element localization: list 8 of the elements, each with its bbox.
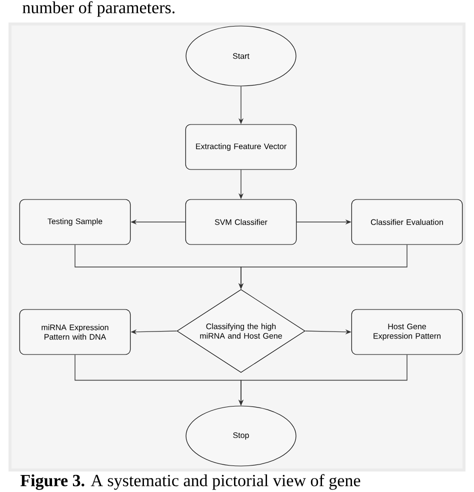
process-box: Classifier Evaluation — [351, 199, 463, 245]
figure-caption: Figure 3. A systematic and pictorial view of gene — [20, 474, 360, 490]
process-box: miRNA Expression Pattern with DNA — [19, 309, 131, 355]
process-box: Testing Sample — [19, 199, 131, 245]
process-box: Host Gene Expression Pattern — [351, 309, 463, 355]
process-box: Extracting Feature Vector — [185, 124, 297, 170]
process-box: SVM Classifier — [185, 199, 297, 245]
body-text: number of parameters. — [22, 1, 174, 17]
